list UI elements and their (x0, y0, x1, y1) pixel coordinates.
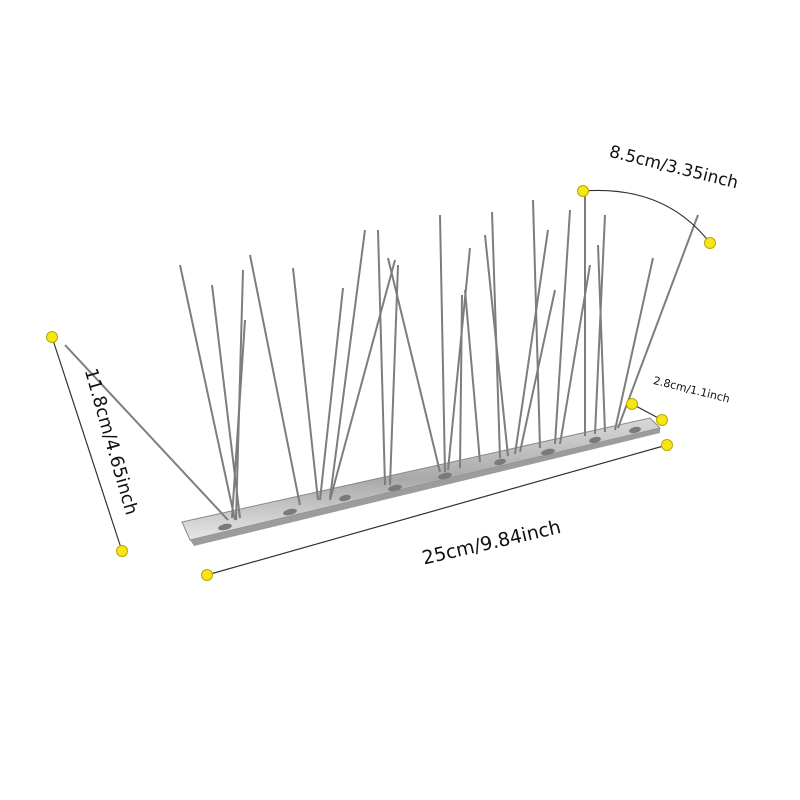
spikes (64, 195, 699, 521)
length-dimension-line (206, 444, 668, 576)
height-dimension-line (51, 336, 123, 552)
spread-dimension-arc (582, 189, 711, 244)
base-strip (181, 417, 661, 546)
dimension-markers (46, 185, 716, 581)
dimension-annotations (51, 189, 711, 576)
